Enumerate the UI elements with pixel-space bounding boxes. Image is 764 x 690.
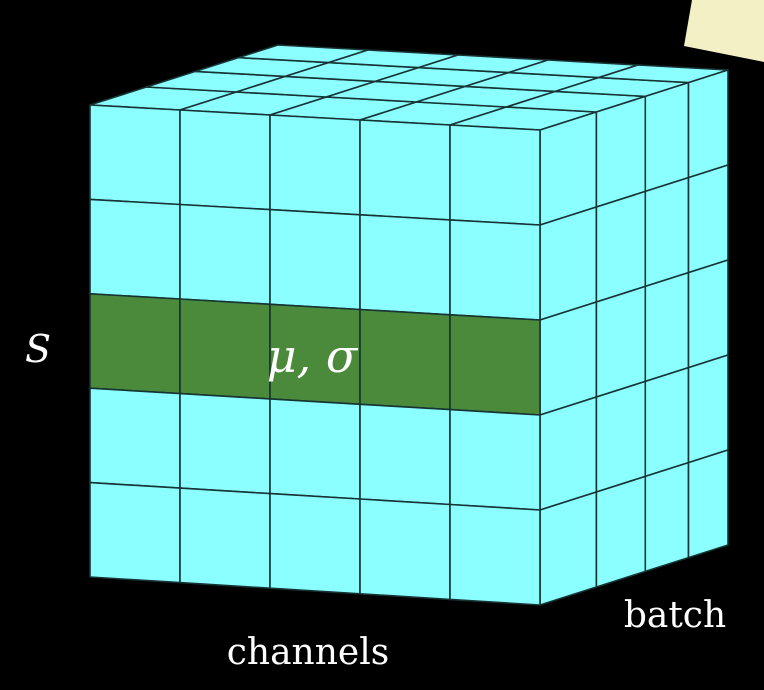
front-cell — [269, 208, 361, 311]
front-cell — [449, 219, 541, 321]
front-cell — [359, 498, 451, 601]
highlighted-front-cell — [179, 298, 271, 400]
side-cell — [687, 449, 729, 559]
side-cell — [687, 354, 729, 464]
front-cell — [269, 398, 361, 500]
side-cell — [539, 301, 598, 416]
side-cell — [595, 190, 647, 303]
side-cell — [644, 366, 690, 478]
channels-axis-label: channels — [227, 632, 389, 673]
front-cell — [359, 403, 451, 506]
front-cell — [179, 203, 271, 306]
highlighted-front-cell — [359, 308, 451, 411]
front-cell — [449, 408, 541, 511]
front-cell — [449, 503, 541, 606]
front-cell — [89, 481, 181, 584]
side-cell — [644, 461, 690, 573]
front-cell — [269, 492, 361, 595]
side-cell — [539, 491, 598, 606]
cube-top-face — [89, 44, 729, 131]
side-cell — [644, 271, 690, 383]
front-cell — [359, 119, 451, 221]
batch-axis-label: batch — [624, 595, 726, 636]
front-cell — [89, 104, 181, 206]
side-cell — [539, 206, 598, 321]
side-cell — [644, 176, 690, 288]
normalization-statistic-label: μ, σ — [267, 329, 359, 383]
front-cell — [89, 387, 181, 489]
side-cell — [595, 475, 647, 588]
side-cell — [644, 81, 690, 193]
side-cell — [539, 396, 598, 511]
side-cell — [595, 285, 647, 398]
side-cell — [595, 95, 647, 208]
side-cell — [539, 111, 598, 226]
sticky-note-corner — [684, 0, 764, 62]
cube-front-face — [89, 104, 541, 606]
highlighted-front-cell — [449, 313, 541, 416]
front-cell — [269, 114, 361, 216]
cube-side-face — [539, 69, 729, 606]
front-cell — [89, 198, 181, 300]
spatial-axis-label: S — [25, 327, 51, 371]
front-cell — [359, 214, 451, 316]
front-cell — [449, 124, 541, 226]
front-cell — [179, 109, 271, 211]
highlighted-front-cell — [89, 292, 181, 395]
side-cell — [595, 380, 647, 493]
front-cell — [179, 392, 271, 495]
side-cell — [687, 69, 729, 179]
front-cell — [179, 487, 271, 590]
side-cell — [687, 259, 729, 369]
side-cell — [687, 164, 729, 274]
